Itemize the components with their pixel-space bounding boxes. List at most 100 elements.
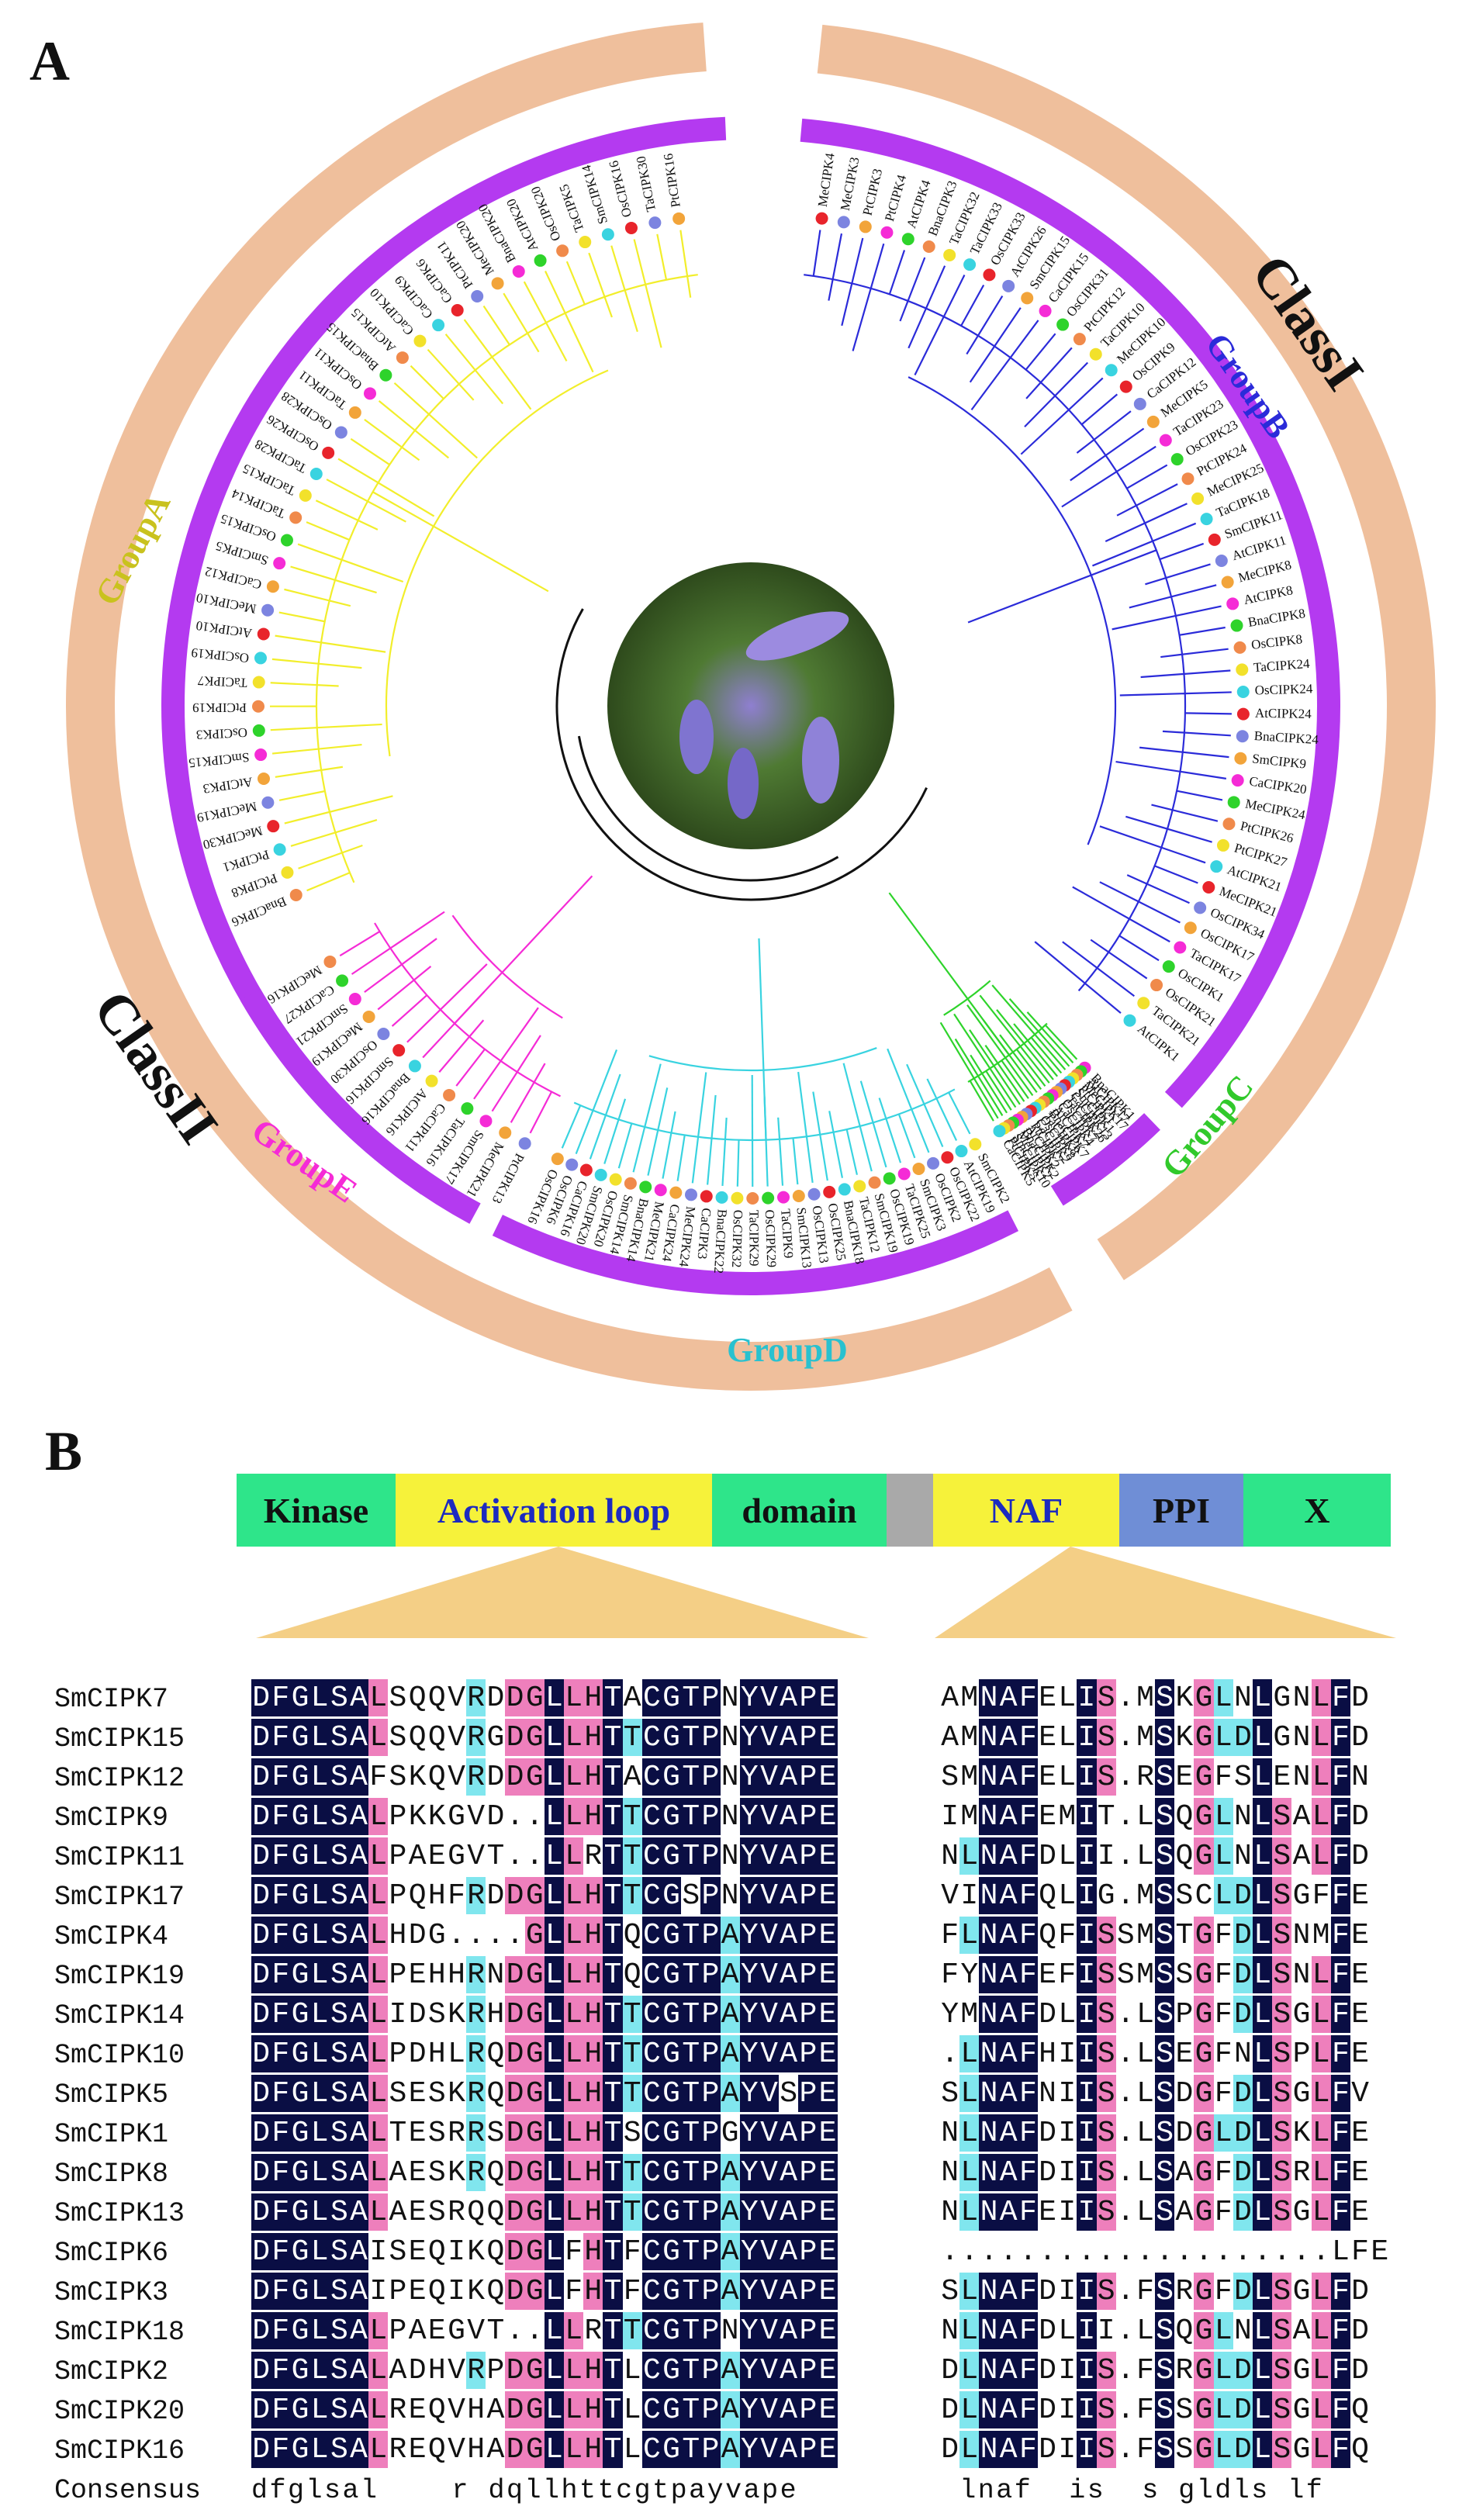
residue: I — [1077, 1917, 1097, 1954]
residue: S — [1155, 2431, 1175, 2468]
branch-line — [1151, 804, 1219, 822]
residue: L — [368, 1996, 389, 2033]
residue: N — [721, 1800, 739, 1834]
residue: S — [1155, 1877, 1175, 1914]
residue: . — [1116, 2077, 1135, 2110]
residue: F — [271, 1996, 291, 2033]
flower-petal — [728, 748, 759, 819]
sequence-name: SmCIPK19 — [54, 1961, 185, 1992]
residue: G — [290, 1798, 310, 1835]
residue: D — [251, 1758, 271, 1796]
residue: Y — [739, 2233, 759, 2270]
residue: D — [251, 1679, 271, 1716]
residue: Q — [1175, 2314, 1194, 2348]
residue: L — [1136, 2314, 1154, 2348]
residue: S — [1155, 2312, 1175, 2349]
residue: . — [525, 1800, 544, 1834]
residue: L — [544, 1758, 564, 1796]
residue: S — [1096, 2114, 1116, 2152]
branch-line — [1118, 935, 1160, 962]
residue: G — [524, 1917, 545, 1954]
residue: . — [1116, 2354, 1135, 2387]
leaf-label: AtCIPK3 — [202, 774, 253, 796]
residue: L — [544, 2193, 564, 2231]
leaf-marker — [1226, 597, 1239, 610]
sequence-name: SmCIPK16 — [54, 2435, 185, 2466]
branch-line — [1015, 1049, 1046, 1087]
residue: S — [1272, 2391, 1292, 2428]
residue: S — [1155, 1719, 1175, 1756]
residue: F — [271, 1877, 291, 1914]
leaf-marker — [392, 1044, 406, 1057]
residue: L — [1253, 1679, 1273, 1716]
residue: S — [329, 1917, 349, 1954]
residue: L — [544, 1719, 564, 1756]
residue: S — [329, 1877, 349, 1914]
residue: E — [1175, 2038, 1194, 2071]
branch-line — [391, 994, 428, 1027]
residue: N — [1351, 1761, 1369, 1794]
leaf-marker — [254, 748, 268, 762]
residue: A — [348, 1837, 369, 1875]
residue: D — [251, 2075, 271, 2112]
residue: S — [1272, 2193, 1292, 2231]
residue: A — [720, 2154, 740, 2191]
residue: L — [309, 2035, 330, 2072]
leaf-marker — [1174, 941, 1187, 954]
leaf-marker — [323, 955, 337, 968]
residue: S — [1155, 2075, 1175, 2112]
residue: G — [1194, 2114, 1214, 2152]
residue: A — [779, 1917, 799, 1954]
leaf-label: CaCIPK12 — [203, 564, 263, 593]
branch-line — [1112, 605, 1222, 631]
branch-line — [1129, 584, 1217, 609]
residue: V — [759, 1758, 780, 1796]
residue: L — [309, 2352, 330, 2389]
residue: A — [348, 1956, 369, 1993]
leaf-marker — [983, 268, 996, 282]
residue: L — [1136, 2117, 1154, 2150]
residue: H — [427, 1879, 446, 1913]
residue: E — [408, 2077, 427, 2110]
residue: C — [641, 2075, 662, 2112]
residue: A — [348, 1996, 369, 2033]
residue: G — [290, 2075, 310, 2112]
branch-line — [377, 966, 432, 1011]
branch-line — [351, 911, 445, 975]
residue: N — [979, 2352, 999, 2389]
residue: I — [1058, 2117, 1077, 2150]
group-ring-d — [492, 1210, 1019, 1296]
residue: A — [348, 1719, 369, 1756]
residue: A — [486, 2394, 505, 2427]
residue: S — [427, 2156, 446, 2190]
residue: H — [427, 1958, 446, 1992]
residue: L — [544, 2391, 564, 2428]
residue: D — [251, 1917, 271, 1954]
residue: N — [979, 2391, 999, 2428]
residue: . — [1156, 2235, 1174, 2269]
residue: L — [564, 2114, 584, 2152]
root-arc — [577, 735, 839, 882]
residue: F — [1018, 1758, 1038, 1796]
residue: G — [524, 1956, 545, 1993]
residue: G — [661, 2352, 682, 2389]
residue: H — [583, 1798, 603, 1835]
residue: F — [1330, 1837, 1350, 1875]
residue: F — [271, 2391, 291, 2428]
residue: L — [309, 1798, 330, 1835]
residue: G — [661, 2391, 682, 2428]
residue: N — [979, 2312, 999, 2349]
residue: N — [941, 2196, 959, 2229]
residue: Y — [739, 2391, 759, 2428]
residue: . — [467, 1919, 486, 1952]
residue: I — [1077, 2035, 1097, 2072]
residue: F — [1058, 1919, 1077, 1952]
leaf-marker — [1233, 641, 1246, 654]
branch-line — [444, 334, 504, 405]
branch-line — [1140, 669, 1231, 679]
branch-line — [736, 1139, 740, 1187]
residue: D — [505, 2431, 525, 2468]
residue: A — [779, 2352, 799, 2389]
